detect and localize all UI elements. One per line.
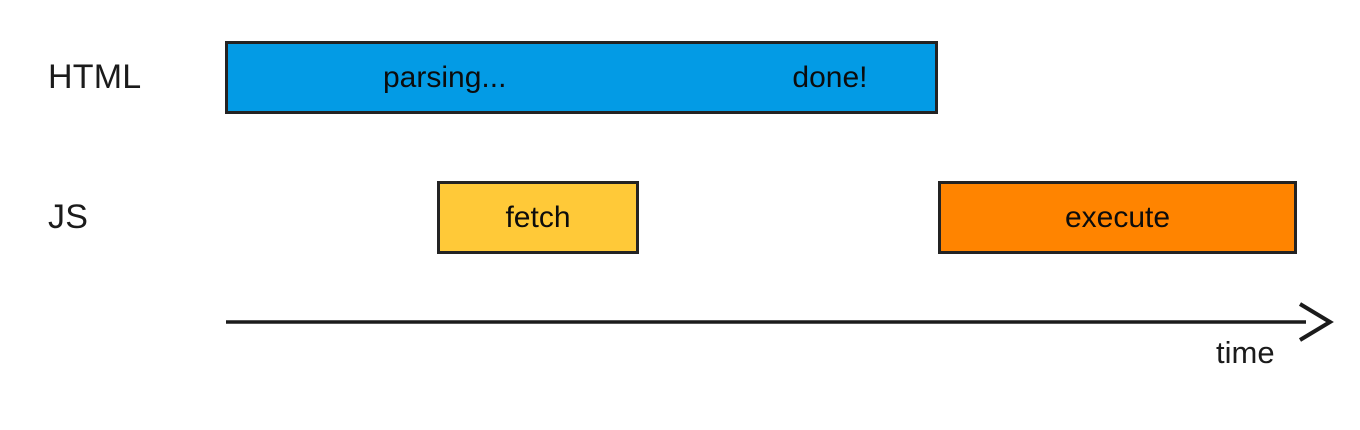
html-done-label: done!	[792, 60, 868, 94]
html-parsing-bar: parsing... done!	[225, 41, 938, 114]
js-fetch-bar: fetch	[437, 181, 639, 254]
time-axis-arrowhead	[1298, 302, 1334, 342]
time-axis-label: time	[1216, 335, 1275, 370]
js-execute-label: execute	[1064, 200, 1171, 234]
time-axis-arrow	[226, 302, 1334, 342]
row-label-html: HTML	[48, 58, 142, 96]
js-fetch-label: fetch	[505, 200, 571, 234]
html-parsing-label: parsing...	[383, 60, 507, 94]
js-execute-bar: execute	[938, 181, 1297, 254]
row-label-js: JS	[48, 198, 89, 236]
